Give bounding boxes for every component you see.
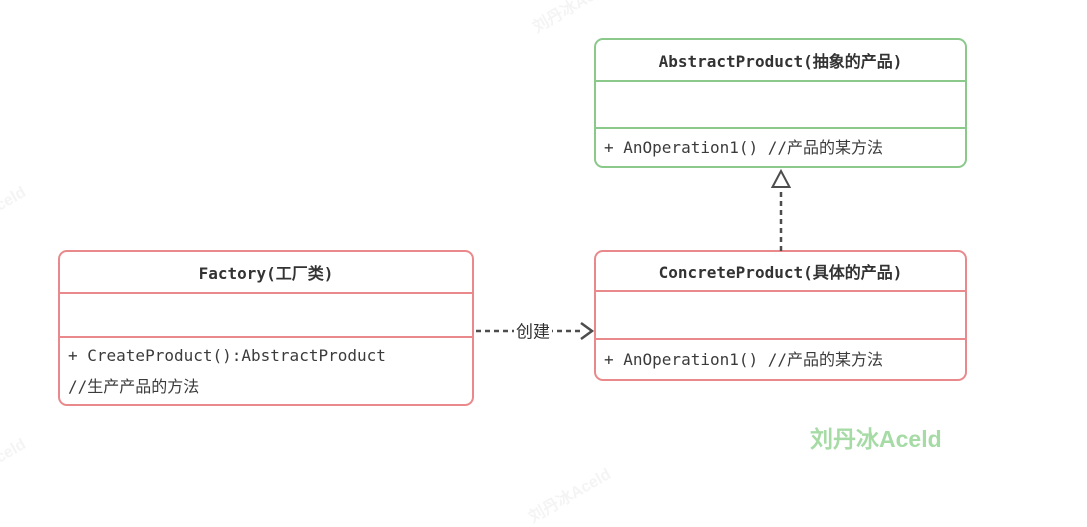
class-title-abstract-product: AbstractProduct(抽象的产品) [596,40,965,82]
arrow-label-create: 创建 [514,317,552,343]
method-line: + AnOperation1() //产品的某方法 [604,350,884,369]
hollow-triangle-arrowhead-icon [770,168,792,188]
class-box-concrete-product: ConcreteProduct(具体的产品) + AnOperation1() … [594,250,967,381]
method-comment-line: //生产产品的方法 [68,377,200,396]
method-line: + AnOperation1() //产品的某方法 [604,138,884,157]
method-line: + CreateProduct():AbstractProduct [68,346,386,365]
faint-watermark-bottom: 刘丹冰Aceld [526,465,614,527]
class-title-concrete-product: ConcreteProduct(具体的产品) [596,252,965,292]
faint-watermark-left-upper: 刘丹冰Aceld [0,183,29,245]
class-attributes-factory [60,294,472,338]
class-box-factory: Factory(工厂类) + CreateProduct():AbstractP… [58,250,474,406]
class-attributes-concrete-product [596,292,965,340]
class-title-factory: Factory(工厂类) [60,252,472,294]
class-attributes-abstract-product [596,82,965,129]
open-arrowhead-icon [580,321,595,341]
class-box-abstract-product: AbstractProduct(抽象的产品) + AnOperation1() … [594,38,967,168]
realization-arrow [770,168,792,251]
class-methods-abstract-product: + AnOperation1() //产品的某方法 [596,129,965,166]
signature-watermark: 刘丹冰Aceld [810,426,942,452]
class-methods-factory: + CreateProduct():AbstractProduct //生产产品… [60,338,472,404]
faint-watermark-top: 刘丹冰Aceld [530,0,618,37]
faint-watermark-left-lower: 刘丹冰Aceld [0,435,29,497]
class-methods-concrete-product: + AnOperation1() //产品的某方法 [596,340,965,379]
